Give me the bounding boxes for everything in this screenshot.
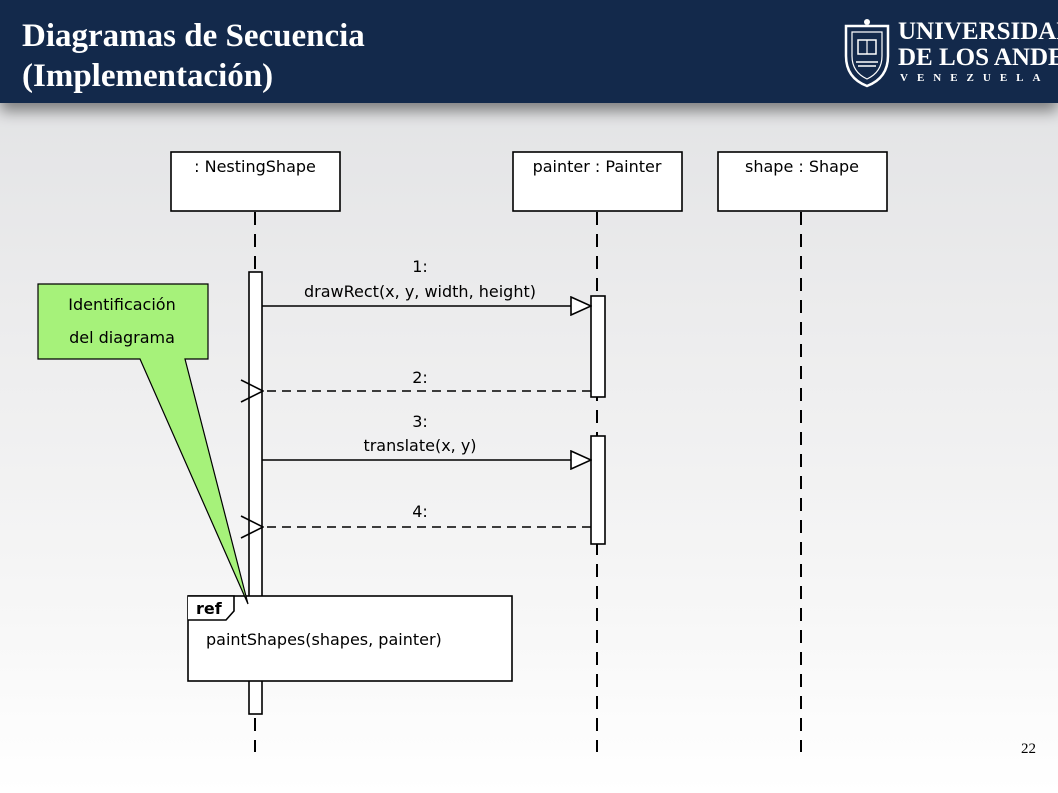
- logo-line-2: DE LOS ANDES: [898, 44, 1058, 71]
- ref-tag-pentagon: [188, 595, 235, 621]
- message-number: 2:: [412, 368, 428, 387]
- lifeline-label: painter : Painter: [533, 157, 662, 176]
- message-4: 4:: [263, 502, 591, 527]
- title-line-1: Diagramas de Secuencia: [22, 18, 365, 54]
- message-number: 3:: [412, 412, 428, 431]
- message-3: 3: translate(x, y): [262, 412, 591, 460]
- lifeline-shape: shape : Shape: [717, 151, 888, 212]
- slide-header: Diagramas de Secuencia (Implementación) …: [0, 0, 1058, 103]
- page-number: 22: [1021, 741, 1036, 757]
- activation-bar-painter-1: [590, 295, 606, 398]
- ref-frame: ref paintShapes(shapes, painter): [187, 595, 513, 682]
- message-2: 2:: [263, 368, 591, 391]
- callout-line-1: Identificación: [68, 295, 175, 314]
- message-number: 1:: [412, 257, 428, 276]
- slide-title: Diagramas de Secuencia (Implementación): [22, 16, 365, 96]
- lifeline-label: shape : Shape: [745, 157, 859, 176]
- callout-line-2: del diagrama: [69, 328, 175, 347]
- lifeline-painter: painter : Painter: [512, 151, 683, 212]
- callout-bubble: [37, 283, 249, 605]
- message-label: drawRect(x, y, width, height): [304, 282, 536, 301]
- lifeline-nesting-shape: : NestingShape: [170, 151, 341, 212]
- lifeline-label: : NestingShape: [194, 157, 316, 176]
- title-line-2: (Implementación): [22, 58, 274, 94]
- message-label: translate(x, y): [363, 436, 476, 455]
- logo-line-3: VENEZUELA: [900, 72, 1050, 84]
- message-1: 1: drawRect(x, y, width, height): [262, 257, 591, 306]
- ref-text: paintShapes(shapes, painter): [206, 630, 442, 649]
- activation-bar-painter-2: [590, 435, 606, 545]
- university-logo: UNIVERSIDAD DE LOS ANDES VENEZUELA: [840, 14, 1058, 92]
- callout-identificacion: Identificación del diagrama: [37, 283, 249, 605]
- university-seal-icon: [844, 19, 890, 88]
- message-number: 4:: [412, 502, 428, 521]
- logo-line-1: UNIVERSIDAD: [898, 18, 1058, 45]
- ref-tag: ref: [196, 599, 223, 618]
